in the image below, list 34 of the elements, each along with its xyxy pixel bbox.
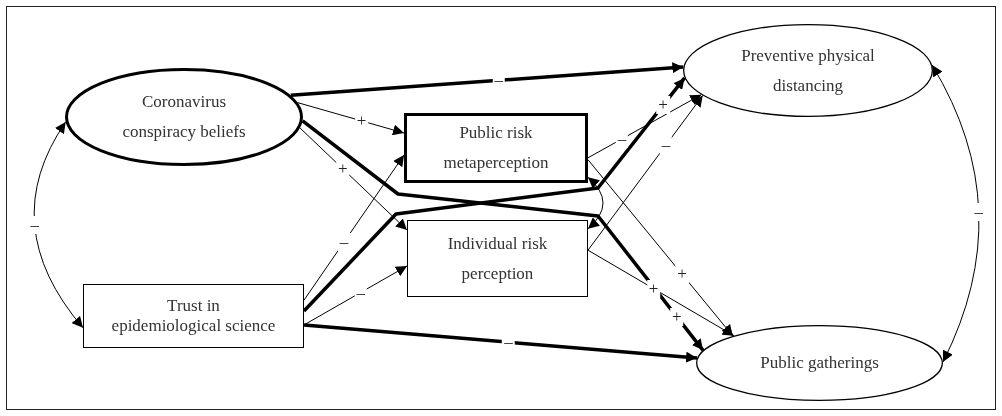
path-arrow	[297, 102, 405, 136]
covariance-arrow	[33, 121, 84, 329]
edge-label: +	[670, 307, 684, 326]
observed-variable-box	[404, 113, 588, 183]
path-arrow	[303, 323, 698, 363]
path-arrow	[290, 62, 684, 98]
path-arrow	[587, 249, 735, 337]
edge-label: +	[675, 265, 689, 284]
path-arrow	[303, 154, 405, 301]
latent-variable-ellipse	[65, 68, 303, 166]
path-arrow	[302, 76, 686, 313]
observed-variable-box	[83, 284, 304, 348]
variable-label: Coronavirus conspiracy beliefs	[122, 91, 246, 143]
covariance-arrow	[587, 176, 604, 230]
latent-variable-ellipse	[683, 24, 933, 117]
variable-label: Public gatherings	[760, 352, 879, 374]
variable-label: Public risk metaperception	[443, 122, 549, 174]
path-arrow	[587, 95, 704, 251]
path-arrow	[301, 119, 705, 352]
variable-label: Preventive physical distancing	[741, 44, 875, 97]
edge-label: +	[336, 159, 350, 178]
path-arrow	[587, 94, 702, 159]
covariance-arrow	[931, 64, 980, 363]
variable-label: Trust in epidemiological science	[111, 296, 276, 336]
edge-label: +	[646, 279, 661, 298]
edge-label: –	[659, 136, 673, 155]
observed-variable-box	[407, 220, 588, 297]
variable-label: Individual risk perception	[447, 232, 548, 285]
path-arrow	[299, 127, 408, 231]
edge-label: –	[972, 202, 985, 221]
latent-variable-ellipse	[696, 325, 943, 401]
edge-label: –	[337, 233, 351, 252]
edge-label: –	[28, 215, 41, 234]
edge-label: +	[656, 96, 670, 115]
